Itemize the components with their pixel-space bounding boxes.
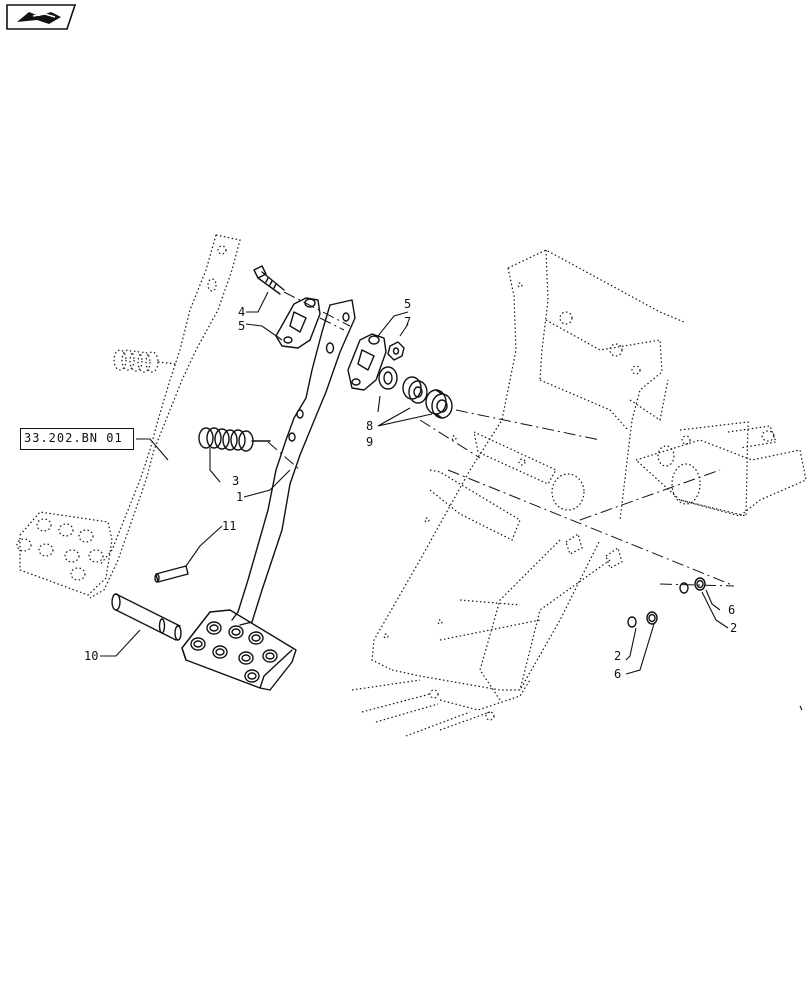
leader-lines [100,291,729,675]
back-arrow-icon[interactable] [5,4,77,30]
nut[interactable] [387,341,405,361]
brake-pedal[interactable] [181,299,356,691]
mounting-bracket-left[interactable] [275,297,321,349]
callout-11: 11 [222,519,236,533]
callout-4: 4 [238,305,245,319]
corner-mark [799,705,803,711]
callout-5-right: 5 [404,297,411,311]
washer[interactable] [378,366,398,390]
callout-5-left: 5 [238,319,245,333]
pivot-pin[interactable] [111,593,182,641]
bolt[interactable] [253,265,285,295]
fitting-upper[interactable] [679,577,706,594]
return-spring[interactable] [198,427,271,452]
phantom-pedal [16,234,241,599]
phantom-pedal-pad-studs [16,518,104,581]
mounting-bracket-right[interactable] [347,333,387,391]
phantom-spring [113,349,177,373]
callout-8: 8 [366,419,373,433]
roll-pin[interactable] [154,565,189,583]
bushing-large[interactable] [425,389,453,419]
callout-6-upper: 6 [728,603,735,617]
fitting-lower[interactable] [627,611,658,628]
centre-lines [267,291,735,587]
callout-labels: 1 3 4 5 5 7 8 9 10 11 6 2 2 6 [84,297,737,681]
callout-10: 10 [84,649,98,663]
callout-9: 9 [366,435,373,449]
callout-1: 1 [236,490,243,504]
bushing-small[interactable] [402,376,428,404]
callout-3: 3 [232,474,239,488]
pedal-pad-studs [190,621,278,683]
cross-reference-label: 33.202.BN 01 [24,431,123,445]
callout-2-lower: 2 [614,649,621,663]
callout-6-lower: 6 [614,667,621,681]
cross-reference-box[interactable] [20,428,134,450]
callout-7: 7 [404,315,411,329]
phantom-chassis [351,249,807,737]
callout-2-upper: 2 [730,621,737,635]
